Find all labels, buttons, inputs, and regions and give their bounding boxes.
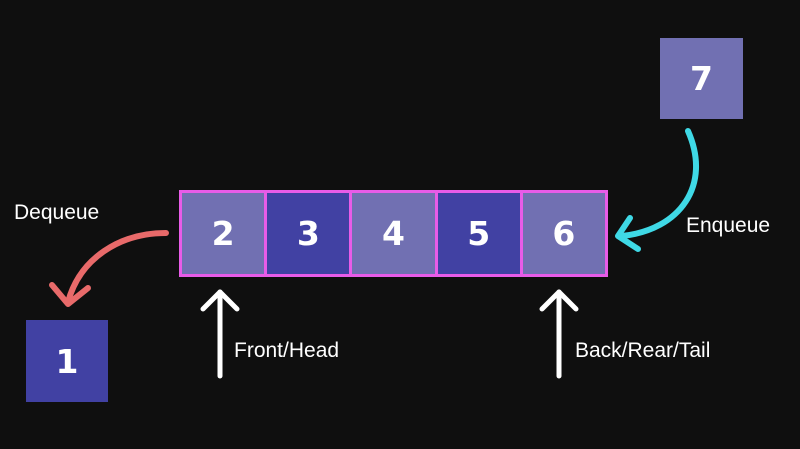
queue-cell-value: 5 bbox=[467, 214, 491, 253]
enqueue-element-value: 7 bbox=[690, 59, 713, 98]
queue-cell: 4 bbox=[352, 193, 438, 274]
queue-cell-value: 6 bbox=[552, 214, 576, 253]
queue-cell-value: 3 bbox=[296, 214, 320, 253]
enqueue-label: Enqueue bbox=[686, 214, 771, 237]
queue-cell: 6 bbox=[522, 193, 606, 274]
queue-cell-value: 2 bbox=[211, 214, 235, 253]
queue-cell: 3 bbox=[267, 193, 353, 274]
back-pointer-arrow-icon bbox=[539, 289, 579, 379]
dequeue-arrow-icon bbox=[49, 230, 169, 307]
queue-array: 2 3 4 5 6 bbox=[179, 190, 608, 277]
dequeued-element-value: 1 bbox=[55, 341, 79, 381]
front-pointer-arrow-icon bbox=[200, 289, 240, 379]
dequeue-label: Dequeue bbox=[14, 201, 100, 224]
queue-cell: 5 bbox=[437, 193, 523, 274]
queue-cell: 2 bbox=[182, 193, 268, 274]
front-label: Front/Head bbox=[234, 339, 340, 362]
enqueue-element-box: 7 bbox=[660, 38, 743, 119]
queue-cell-value: 4 bbox=[382, 214, 405, 253]
dequeued-element-box: 1 bbox=[26, 320, 108, 402]
back-label: Back/Rear/Tail bbox=[575, 339, 711, 362]
enqueue-arrow-icon bbox=[615, 128, 700, 252]
